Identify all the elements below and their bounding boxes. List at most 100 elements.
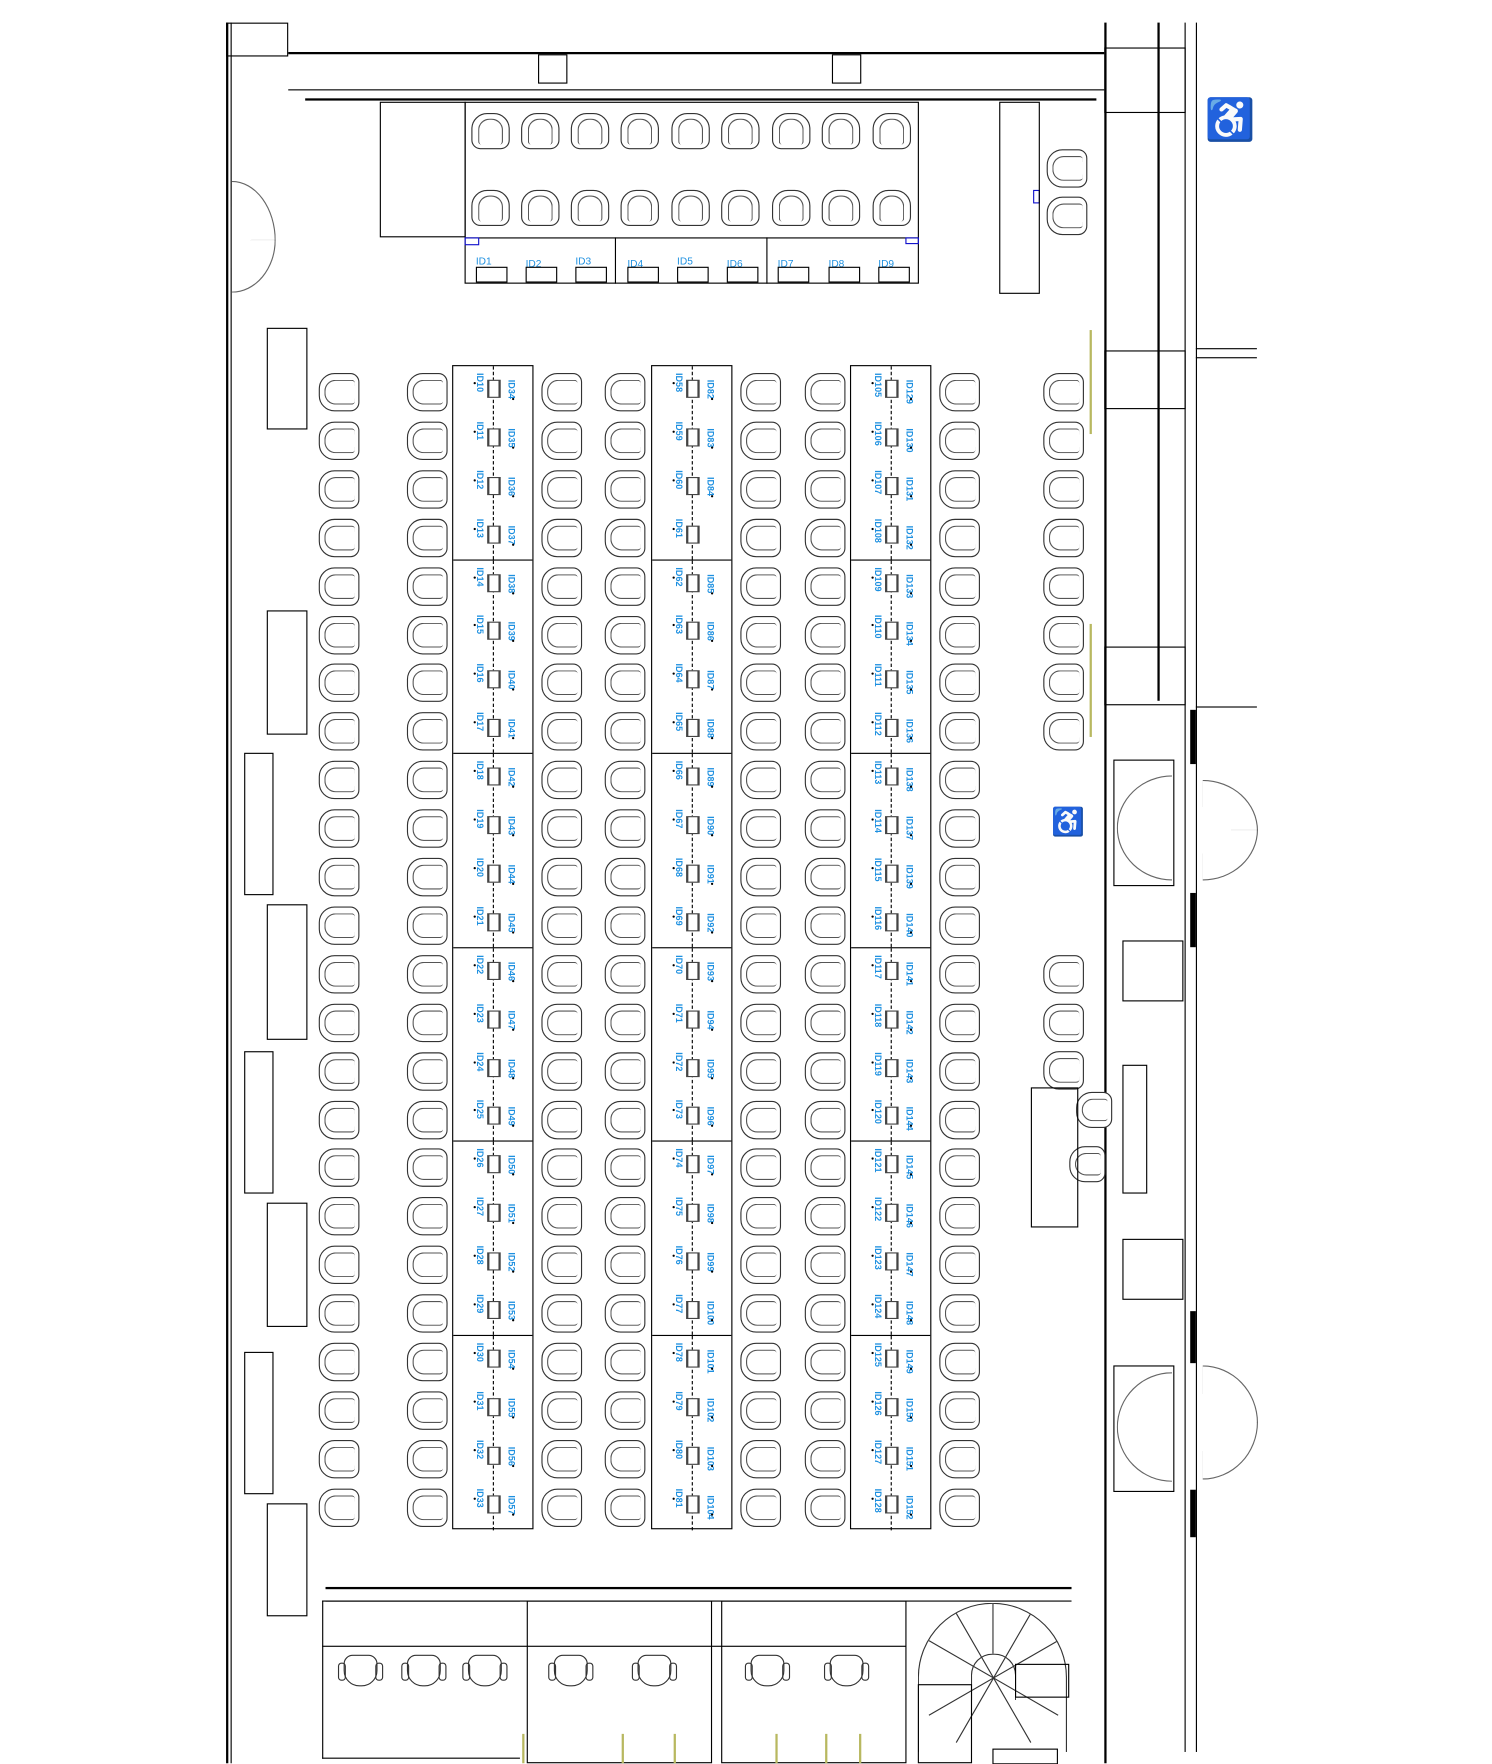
- chair: [804, 809, 846, 848]
- chair: [541, 663, 583, 703]
- chair: [318, 663, 360, 703]
- power-dot: [672, 430, 675, 433]
- chair: [939, 372, 980, 412]
- chair: [620, 113, 659, 150]
- power-dot: [672, 818, 675, 821]
- monitor-icon: [885, 573, 899, 592]
- seat-label: ID4: [627, 257, 644, 270]
- seat-label: ID70: [673, 954, 684, 974]
- monitor-icon: [885, 525, 899, 544]
- power-dot: [871, 1351, 874, 1355]
- seat-label: ID130: [904, 428, 915, 453]
- desk-spine: [890, 1142, 892, 1335]
- left-door-swing: [231, 180, 276, 241]
- chair: [1043, 469, 1084, 509]
- chair: [318, 760, 360, 800]
- door-jamb-3: [1190, 1311, 1196, 1364]
- desk: [525, 266, 558, 283]
- door-marker-2: [621, 1733, 624, 1764]
- chair: [406, 372, 448, 412]
- seat-label: ID68: [673, 857, 684, 877]
- chair: [541, 1294, 583, 1333]
- chair: [804, 1439, 846, 1479]
- seat-label: ID30: [474, 1342, 485, 1362]
- power-dot: [512, 446, 515, 449]
- desk-spine: [492, 948, 494, 1141]
- power-dot: [909, 931, 913, 934]
- desk-spine: [492, 1142, 494, 1335]
- chair: [406, 615, 448, 654]
- chair: [406, 1439, 448, 1479]
- power-dot: [672, 672, 675, 676]
- chair: [939, 566, 980, 606]
- chair: [541, 1439, 583, 1479]
- monitor-icon: [885, 1398, 899, 1417]
- chair: [318, 857, 360, 897]
- power-dot: [672, 624, 675, 627]
- power-dot: [473, 963, 476, 967]
- seat-label: ID108: [872, 518, 883, 543]
- monitor-icon: [885, 670, 899, 689]
- chair: [541, 906, 583, 945]
- seat-label: ID20: [474, 857, 485, 877]
- chair: [939, 1488, 980, 1527]
- chair: [604, 1488, 646, 1527]
- chair: [406, 518, 448, 557]
- top-room-closet: [379, 101, 466, 238]
- seat-label: ID69: [673, 906, 684, 926]
- reception-desk: [1030, 1087, 1079, 1228]
- seat-label: ID116: [872, 906, 883, 930]
- office-chair: [631, 1654, 678, 1687]
- seat-label: ID103: [705, 1446, 716, 1471]
- monitor-icon: [885, 428, 899, 447]
- power-dot: [710, 397, 714, 401]
- wall-top-3: [305, 98, 1097, 101]
- seat-label: ID77: [673, 1294, 684, 1314]
- chair: [318, 1391, 360, 1430]
- chair: [939, 760, 980, 800]
- chair: [740, 372, 782, 412]
- chair: [318, 1197, 360, 1236]
- power-dot: [871, 575, 874, 579]
- seat-label: ID111: [872, 663, 883, 688]
- chair: [939, 1294, 980, 1333]
- seat-label: ID32: [474, 1439, 485, 1459]
- right-counter: [999, 101, 1040, 294]
- chair: [521, 189, 560, 227]
- column-right-low: [1104, 646, 1186, 706]
- seat-label: ID78: [673, 1342, 684, 1362]
- monitor-icon: [885, 816, 899, 835]
- power-dot: [473, 1206, 476, 1209]
- monitor-icon: [885, 1349, 899, 1368]
- chair: [1076, 1091, 1113, 1129]
- office-chair: [823, 1654, 870, 1687]
- chair: [1043, 1003, 1084, 1043]
- chair: [541, 566, 583, 606]
- seat-label: ID9: [878, 257, 895, 270]
- power-dot: [512, 1125, 515, 1128]
- chair: [541, 954, 583, 994]
- chair: [541, 1488, 583, 1527]
- chair: [939, 1100, 980, 1139]
- chair: [721, 189, 760, 227]
- power-dot: [871, 1303, 874, 1306]
- chair: [406, 1197, 448, 1236]
- power-dot: [512, 1028, 515, 1031]
- monitor-icon: [686, 573, 700, 592]
- monitor-icon: [885, 1446, 899, 1465]
- seat-label: ID44: [506, 864, 517, 884]
- power-dot: [512, 1076, 515, 1079]
- chair: [406, 1342, 448, 1382]
- chair: [804, 1148, 846, 1188]
- left-pilaster-4: [266, 1202, 308, 1327]
- power-dot: [512, 1513, 515, 1516]
